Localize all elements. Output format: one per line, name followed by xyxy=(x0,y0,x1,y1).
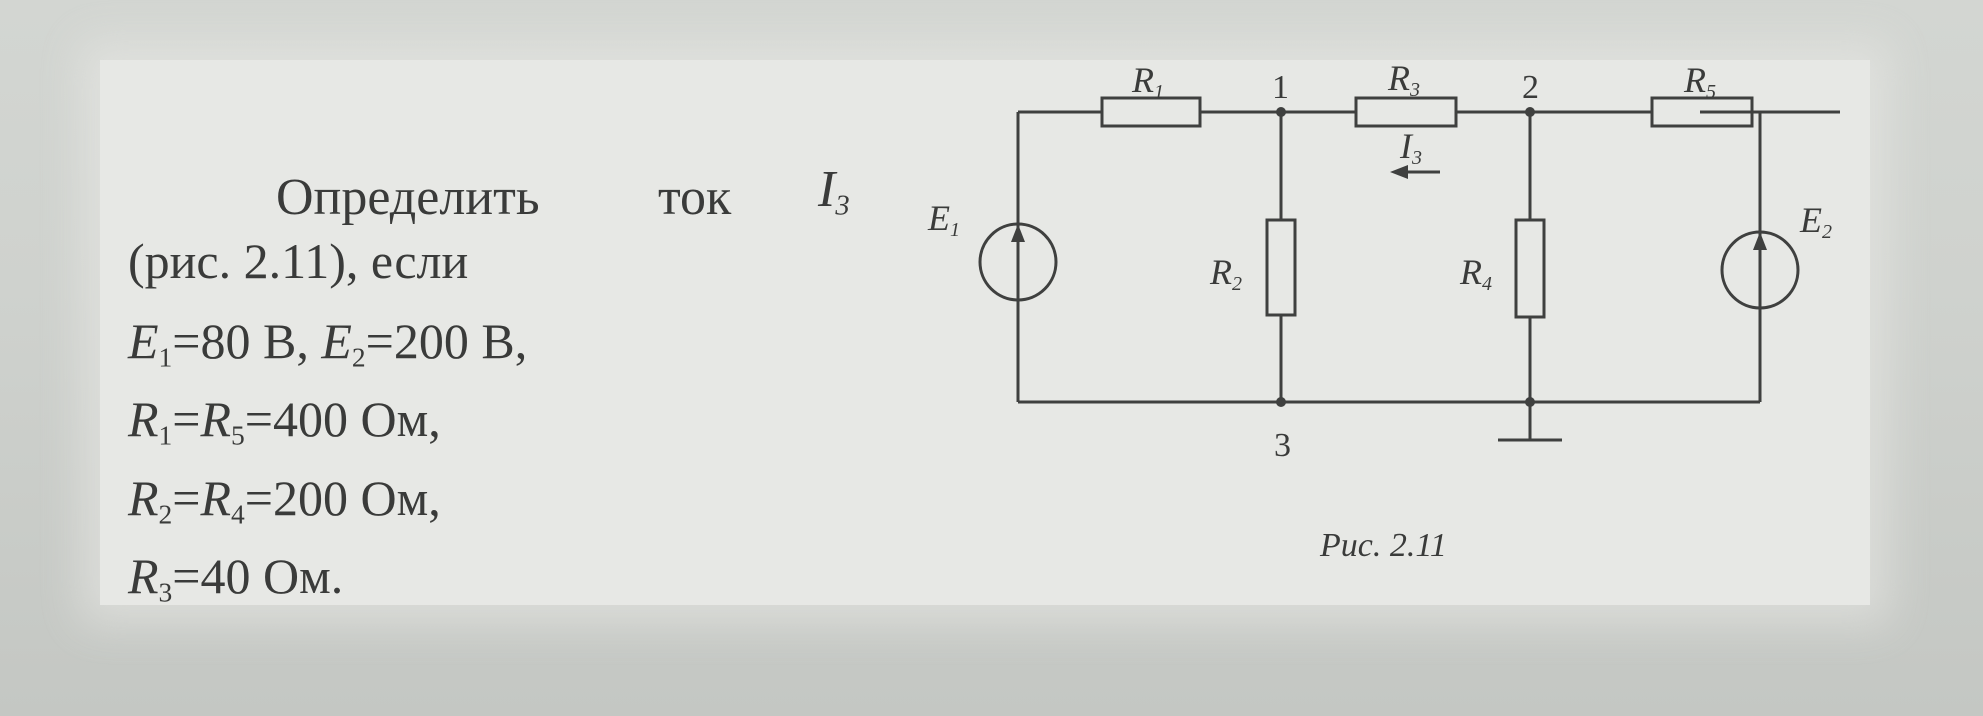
problem-text: Определить ток I3 (рис. 2.11), если E1=8… xyxy=(128,160,898,623)
label-r2: R2 xyxy=(1209,252,1242,295)
circuit-right-branch: E2 xyxy=(1600,110,1832,404)
resistor-r2 xyxy=(1265,218,1297,317)
circuit-diagram: R1 R3 R5 R2 R4 E1 I3 1 2 3 Рис. 2.11 xyxy=(927,60,1840,564)
source-e2-arrow-head xyxy=(1753,232,1767,250)
current-i3-arrow-head xyxy=(1390,165,1408,179)
resistor-r3 xyxy=(1354,96,1458,128)
paper-sheet xyxy=(100,60,1870,605)
source-e1-arrow-head xyxy=(1011,224,1025,242)
label-r1: R1 xyxy=(1131,60,1164,103)
param-line-r3: R3=40 Ом. xyxy=(128,547,344,607)
parameter-list: E1=80 В, E2=200 В, R1=R5=400 Ом, R2=R4=2… xyxy=(128,310,898,623)
label-r4: R4 xyxy=(1459,252,1492,295)
current-symbol: I3 xyxy=(818,161,850,222)
label-r3: R3 xyxy=(1387,60,1420,101)
resistor-r1 xyxy=(1100,96,1202,128)
word-determine: Определить xyxy=(276,169,540,226)
param-line-r1-r5: R1=R5=400 Ом, xyxy=(128,391,441,451)
resistor-r4 xyxy=(1514,218,1546,319)
label-i3: I3 xyxy=(1399,126,1422,169)
figure-caption: Рис. 2.11 xyxy=(1319,527,1447,564)
label-r5: R5 xyxy=(1683,60,1716,103)
label-node-3: 3 xyxy=(1274,427,1291,464)
node-1-dot xyxy=(1276,107,1286,117)
label-node-1: 1 xyxy=(1272,69,1289,106)
param-line-r2-r4: R2=R4=200 Ом, xyxy=(128,469,441,529)
param-line-e: E1=80 В, E2=200 В, xyxy=(128,313,528,373)
label-node-2: 2 xyxy=(1522,69,1539,106)
problem-line-2: (рис. 2.11), если xyxy=(128,233,469,289)
word-current: ток xyxy=(658,169,732,226)
label-e2: E2 xyxy=(1799,200,1832,243)
label-e1: E1 xyxy=(927,198,960,241)
node-2-dot xyxy=(1525,107,1535,117)
problem-line-1: Определить ток I3 xyxy=(128,160,898,230)
node-bottom-dot xyxy=(1525,397,1535,407)
node-3-dot xyxy=(1276,397,1286,407)
